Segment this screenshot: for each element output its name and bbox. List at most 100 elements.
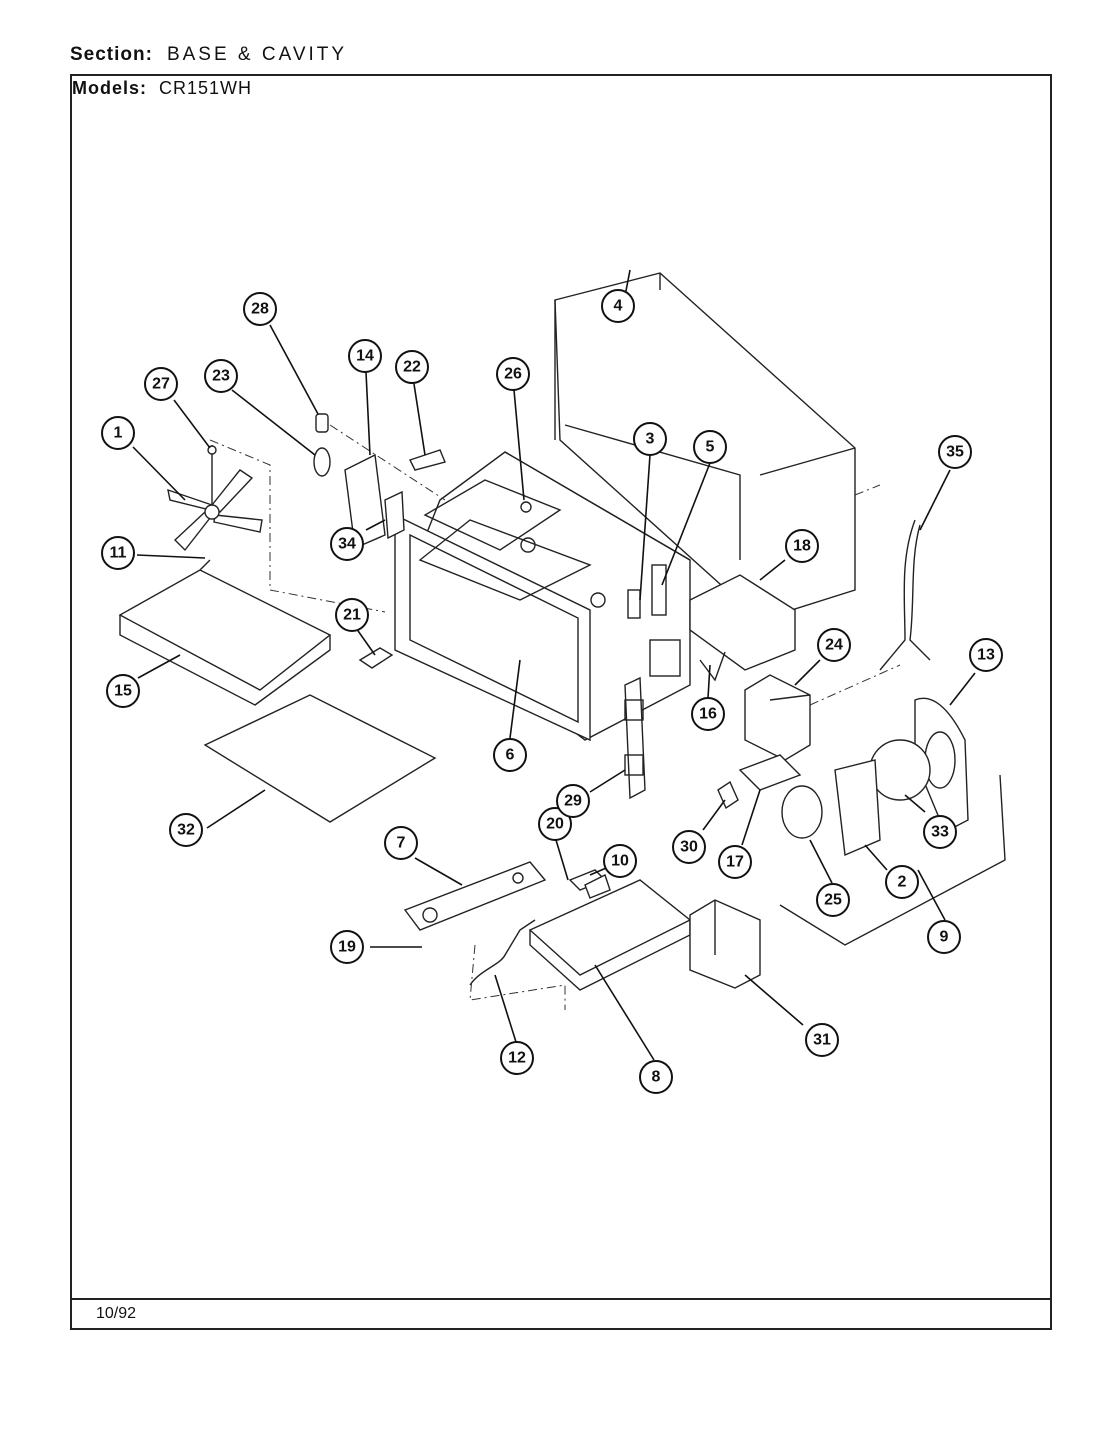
callout-31-label: 31 <box>813 1032 831 1049</box>
air-duct-part <box>689 574 796 671</box>
plate-7-part <box>403 861 547 931</box>
transformer-part <box>689 899 761 989</box>
callout-6-label: 6 <box>506 747 515 764</box>
blower-housing-part <box>914 697 969 833</box>
section-label: Section: <box>70 44 153 65</box>
small-parts <box>699 651 802 810</box>
wire-harness-part <box>879 519 931 671</box>
callout-5-label: 5 <box>706 439 715 456</box>
callout-6: 6 <box>493 738 527 772</box>
magnetron-part <box>744 674 811 761</box>
callout-16-label: 16 <box>699 706 717 723</box>
callout-12: 12 <box>500 1041 534 1075</box>
switch-21-part <box>358 647 394 669</box>
fan-blade-part <box>167 445 263 552</box>
blower-wheel-part <box>869 739 931 801</box>
bracket-22-part <box>409 449 446 471</box>
callout-11-label: 11 <box>110 545 127 562</box>
callout-1-label: 1 <box>114 425 123 442</box>
callout-34: 34 <box>330 527 364 561</box>
assembly-dash-lines <box>209 424 901 1010</box>
fan-tray-part <box>118 559 332 706</box>
callout-13-label: 13 <box>977 647 995 664</box>
models-label: Models: <box>72 78 148 98</box>
callout-9: 9 <box>927 920 961 954</box>
callout-19-label: 19 <box>338 939 356 956</box>
callout-32-label: 32 <box>177 822 195 839</box>
callout-19: 19 <box>330 930 364 964</box>
callout-24: 24 <box>817 628 851 662</box>
callout-31: 31 <box>805 1023 839 1057</box>
callout-9-label: 9 <box>940 929 949 946</box>
callout-12-label: 12 <box>508 1050 526 1067</box>
callout-1: 1 <box>101 416 135 450</box>
callout-20: 20 <box>538 807 572 841</box>
base-plate-part <box>203 694 437 823</box>
callout-22: 22 <box>395 350 429 384</box>
callout-15: 15 <box>106 674 140 708</box>
callout-30: 30 <box>672 830 706 864</box>
callout-32: 32 <box>169 813 203 847</box>
callout-11: 11 <box>101 536 135 570</box>
revision-date: 10/92 <box>96 1305 137 1322</box>
diagram-frame <box>70 74 1052 1330</box>
callout-4: 4 <box>601 289 635 323</box>
callout-35: 35 <box>938 435 972 469</box>
callout-14: 14 <box>348 339 382 373</box>
callout-5: 5 <box>693 430 727 464</box>
callout-18-label: 18 <box>793 538 811 555</box>
callout-10-label: 10 <box>611 853 629 870</box>
callout-2: 2 <box>885 865 919 899</box>
callout-7: 7 <box>384 826 418 860</box>
callout-35-label: 35 <box>946 444 964 461</box>
callout-21-label: 21 <box>343 607 361 624</box>
callout-26-label: 26 <box>504 366 522 383</box>
callout-20-label: 20 <box>546 816 564 833</box>
footer-rule <box>70 1298 1052 1300</box>
callout-30-label: 30 <box>680 839 698 856</box>
callout-16: 16 <box>691 697 725 731</box>
callout-33: 33 <box>923 815 957 849</box>
callout-25-label: 25 <box>824 892 842 909</box>
callout-18: 18 <box>785 529 819 563</box>
callout-17: 17 <box>718 845 752 879</box>
motor-part <box>781 759 881 857</box>
callout-4-label: 4 <box>614 298 623 315</box>
callout-3: 3 <box>633 422 667 456</box>
callout-7-label: 7 <box>397 835 406 852</box>
callout-14-label: 14 <box>356 348 374 365</box>
callout-24-label: 24 <box>825 637 843 654</box>
bracket-10-part <box>568 869 611 899</box>
assembly-9-bracket <box>779 774 1006 946</box>
callout-33-label: 33 <box>931 824 949 841</box>
callout-15-label: 15 <box>114 683 132 700</box>
callout-8: 8 <box>639 1060 673 1094</box>
callout-13: 13 <box>969 638 1003 672</box>
callout-17-label: 17 <box>726 854 744 871</box>
callout-22-label: 22 <box>403 359 421 376</box>
callout-21: 21 <box>335 598 369 632</box>
base-8-part <box>528 879 692 991</box>
leader-lines <box>132 269 976 1061</box>
lamp-parts <box>313 413 331 477</box>
callout-23-label: 23 <box>212 368 230 385</box>
cavity-part <box>394 451 691 742</box>
models-value: CR151WH <box>159 78 253 98</box>
section-heading: Section: BASE & CAVITY <box>70 44 347 66</box>
callout-8-label: 8 <box>652 1069 661 1086</box>
section-value: BASE & CAVITY <box>166 44 348 65</box>
callout-28: 28 <box>243 292 277 326</box>
callout-27-label: 27 <box>152 376 170 393</box>
callout-28-label: 28 <box>251 301 269 318</box>
callout-3-label: 3 <box>646 431 655 448</box>
callout-10: 10 <box>603 844 637 878</box>
callout-2-label: 2 <box>898 874 907 891</box>
models-heading: Models: CR151WH <box>72 78 252 99</box>
callout-29: 29 <box>556 784 590 818</box>
wire-12-part <box>469 919 536 986</box>
callout-25: 25 <box>816 883 850 917</box>
mount-part <box>624 676 646 800</box>
callout-29-label: 29 <box>564 793 582 810</box>
callout-34-label: 34 <box>338 536 356 553</box>
